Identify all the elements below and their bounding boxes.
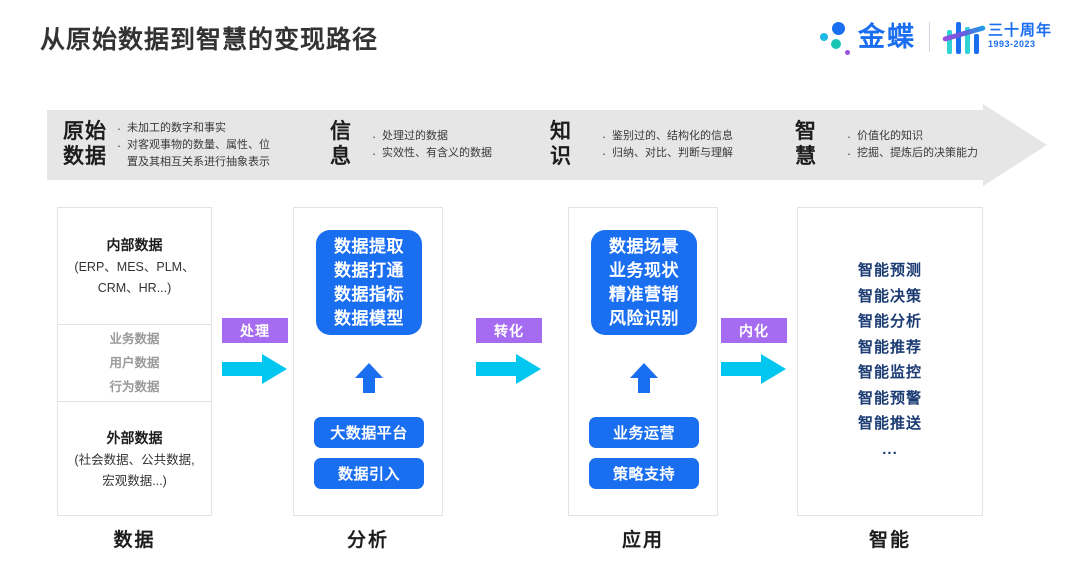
anniversary-years: 1993-2023 — [987, 39, 1036, 50]
column-card-analysis: 数据提取 数据打通 数据指标 数据模型 大数据平台 数据引入 — [293, 207, 443, 516]
brand-divider — [928, 22, 930, 52]
connector-transformation: 转化 — [476, 318, 542, 385]
stage-bullet: 未加工的数字和事实 — [127, 121, 226, 134]
maturity-arrow-banner: 原始 数据 · 未加工的数字和事实 · 对客观事物的数量、属性、位 置及其相互关系进… — [47, 104, 1047, 186]
application-pill-operations[interactable]: 业务运营 — [589, 417, 699, 448]
column-card-intelligence: 智能预测 智能决策 智能分析 智能推荐 智能监控 智能预警 智能推送 ... — [797, 207, 983, 516]
stage-bullet: 对客观事物的数量、属性、位 置及其相互关系进行抽象表示 — [127, 138, 270, 168]
connector-internalization: 内化 — [721, 318, 787, 385]
banner-stage-information: 信 息 · 处理过的数据 · 实效性、有含义的数据 — [330, 104, 492, 186]
middle-item: 业务数据 — [109, 331, 160, 346]
bullet-dot-icon: · — [371, 129, 377, 144]
intelligence-item: 智能预测 — [857, 262, 922, 279]
stage-bullet: 挖掘、提炼后的决策能力 — [857, 147, 978, 159]
column-card-data: 内部数据 (ERP、MES、PLM、 CRM、HR...) 业务数据 用户数据 … — [57, 207, 212, 516]
application-capability-box[interactable]: 数据场景 业务现状 精准营销 风险识别 — [591, 230, 697, 335]
bullet-dot-icon: · — [116, 120, 122, 136]
analysis-item: 数据指标 — [334, 284, 404, 304]
column-card-application: 数据场景 业务现状 精准营销 风险识别 业务运营 策略支持 — [568, 207, 718, 516]
analysis-capability-box[interactable]: 数据提取 数据打通 数据指标 数据模型 — [316, 230, 422, 335]
kingdee-dots-icon — [818, 20, 852, 55]
stage-title: 智 慧 — [795, 120, 817, 168]
intelligence-item: 智能推荐 — [857, 338, 922, 356]
card-divider — [58, 401, 211, 402]
card-divider — [58, 324, 211, 325]
external-data-sub: (社会数据、公共数据, 宏观数据...) — [74, 453, 195, 488]
analysis-item: 数据打通 — [334, 260, 404, 280]
footer-label-application: 应用 — [621, 530, 664, 551]
analysis-pill-ingest[interactable]: 数据引入 — [314, 458, 424, 489]
intelligence-item: 智能分析 — [857, 313, 922, 330]
intelligence-item: 智能决策 — [857, 287, 922, 305]
analysis-pill-platform[interactable]: 大数据平台 — [314, 417, 424, 448]
intelligence-item: 智能预警 — [857, 389, 922, 407]
stage-bullet: 处理过的数据 — [382, 130, 448, 142]
stage-bullet: 归纳、对比、判断与理解 — [612, 147, 733, 159]
page-title: 从原始数据到智慧的变现路径 — [40, 26, 379, 54]
anniversary-title: 三十周年 — [987, 21, 1052, 39]
anniversary-mark-icon — [942, 20, 986, 54]
connector-label: 处理 — [222, 318, 288, 343]
up-arrow-icon — [352, 360, 386, 394]
intelligence-item: 智能监控 — [857, 364, 922, 381]
bullet-dot-icon: · — [116, 137, 122, 153]
middle-item: 行为数据 — [109, 379, 160, 394]
application-item: 风险识别 — [609, 308, 679, 328]
intelligence-list: 智能预测 智能决策 智能分析 智能推荐 智能监控 智能预警 智能推送 ... — [798, 258, 982, 462]
stage-bullet: 实效性、有含义的数据 — [382, 147, 492, 159]
analysis-item: 数据模型 — [334, 308, 404, 328]
application-item: 业务现状 — [609, 260, 679, 280]
right-arrow-icon — [476, 353, 542, 385]
data-internal-section: 内部数据 (ERP、MES、PLM、 CRM、HR...) — [58, 208, 211, 324]
stage-bullet: 价值化的知识 — [857, 130, 923, 142]
analysis-item: 数据提取 — [334, 236, 404, 256]
bullet-dot-icon: · — [846, 129, 852, 144]
bullet-dot-icon: · — [601, 146, 607, 161]
footer-label-analysis: 分析 — [346, 530, 389, 551]
application-item: 精准营销 — [609, 284, 679, 304]
application-pill-strategy[interactable]: 策略支持 — [589, 458, 699, 489]
internal-data-sub: (ERP、MES、PLM、 CRM、HR...) — [74, 260, 195, 295]
banner-stage-raw-data: 原始 数据 · 未加工的数字和事实 · 对客观事物的数量、属性、位 置及其相互关系进… — [63, 104, 270, 186]
data-middle-section: 业务数据 用户数据 行为数据 — [58, 324, 211, 401]
anniversary-badge: 三十周年 1993-2023 — [942, 20, 1052, 54]
banner-stage-wisdom: 智 慧 · 价值化的知识 · 挖掘、提炼后的决策能力 — [795, 104, 978, 186]
footer-label-data: 数据 — [113, 530, 156, 551]
stage-title: 信 息 — [330, 120, 352, 168]
stage-title: 知 识 — [550, 120, 572, 168]
connector-processing: 处理 — [222, 318, 288, 385]
data-external-section: 外部数据 (社会数据、公共数据, 宏观数据...) — [58, 401, 211, 517]
right-arrow-icon — [721, 353, 787, 385]
right-arrow-icon — [222, 353, 288, 385]
banner-stage-knowledge: 知 识 · 鉴别过的、结构化的信息 · 归纳、对比、判断与理解 — [550, 104, 733, 186]
up-arrow-icon — [627, 360, 661, 394]
footer-label-intelligence: 智能 — [868, 530, 911, 551]
external-data-title: 外部数据 — [106, 430, 163, 446]
middle-item: 用户数据 — [109, 355, 160, 370]
internal-data-title: 内部数据 — [106, 237, 163, 253]
bullet-dot-icon: · — [371, 146, 377, 161]
bullet-dot-icon: · — [601, 129, 607, 144]
connector-label: 内化 — [721, 318, 787, 343]
brand-name: 金蝶 — [857, 21, 916, 52]
bullet-dot-icon: · — [846, 146, 852, 161]
intelligence-ellipsis: ... — [882, 440, 898, 458]
intelligence-item: 智能推送 — [857, 415, 922, 432]
brand-logo: 金蝶 三十周年 1993-2023 — [818, 18, 1052, 56]
stage-title: 原始 数据 — [63, 120, 107, 168]
connector-label: 转化 — [476, 318, 542, 343]
application-item: 数据场景 — [609, 236, 679, 256]
stage-bullet: 鉴别过的、结构化的信息 — [612, 130, 733, 142]
